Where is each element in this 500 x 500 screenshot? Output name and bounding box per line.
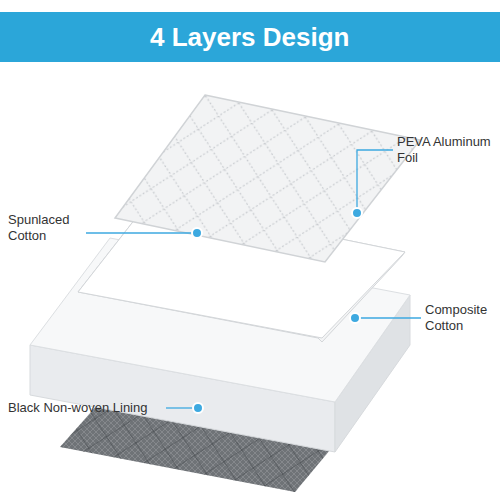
title-banner	[0, 12, 500, 62]
leader-lines	[86, 150, 421, 408]
layer-label: Composite Cotton	[425, 302, 497, 334]
layer-label: Black Non-woven Lining	[8, 400, 163, 416]
layer-label: PEVA Aluminum Foil	[397, 134, 497, 166]
foil-layer	[115, 95, 420, 262]
layer-label: Spunlaced Cotton	[8, 212, 82, 244]
title-text: 4 Layers Design	[150, 21, 349, 53]
callout-dots	[192, 208, 362, 413]
